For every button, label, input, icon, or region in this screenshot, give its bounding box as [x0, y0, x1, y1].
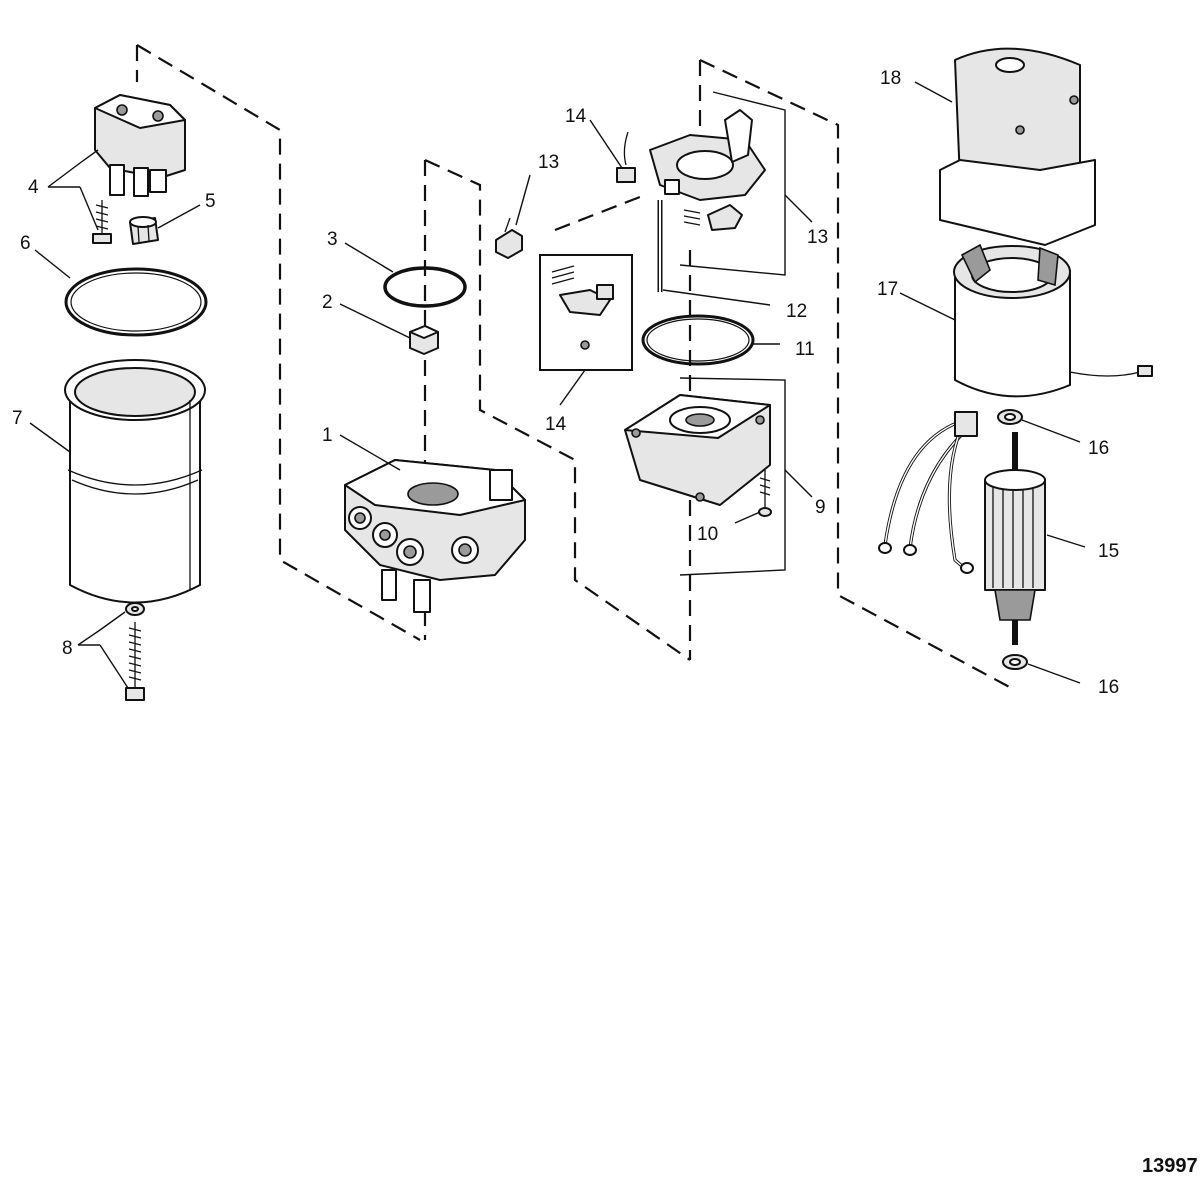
callout-11: 11	[795, 339, 815, 360]
part-4-screw	[92, 200, 112, 244]
part-10-small-screw	[758, 470, 772, 517]
part-7-reservoir	[64, 359, 206, 604]
part-2-coupler	[409, 325, 439, 355]
callout-13-right: 13	[807, 227, 828, 248]
part-14-brush-kit-box	[539, 254, 633, 371]
figure-number: 13997	[1142, 1155, 1198, 1177]
callout-8: 8	[62, 638, 73, 659]
callout-13-left: 13	[538, 152, 559, 173]
callout-16-upper: 16	[1088, 438, 1109, 459]
part-14-brush-lead	[616, 131, 636, 183]
callout-14-bottom: 14	[545, 414, 567, 435]
part-12-long-screw	[657, 200, 701, 292]
part-11-o-ring	[641, 314, 755, 366]
callout-10: 10	[697, 524, 718, 545]
part-18-motor-cover	[939, 47, 1096, 246]
part-9-end-housing	[624, 394, 771, 506]
callout-14-top: 14	[565, 106, 587, 127]
callout-12: 12	[786, 301, 807, 322]
callout-1: 1	[322, 425, 333, 446]
callout-16-lower: 16	[1098, 677, 1119, 698]
part-8-washer-and-screw	[125, 602, 145, 701]
callout-4: 4	[28, 177, 39, 198]
part-15-armature	[984, 432, 1046, 645]
callout-labels: 1 2 3 4 5 6 7 8 9 10 11 12 13 13 14 14 1…	[12, 68, 1198, 1177]
part-13-brush-plate	[649, 109, 766, 231]
part-16-upper-washer	[997, 409, 1023, 425]
part-3-o-ring	[383, 266, 467, 308]
callout-2: 2	[322, 292, 333, 313]
callout-6: 6	[20, 233, 31, 254]
callout-3: 3	[327, 229, 338, 250]
part-1-pump-body	[344, 459, 526, 613]
part-17-wiring-harness	[878, 411, 978, 574]
part-4-pump-cover	[94, 94, 186, 197]
callout-9: 9	[815, 497, 826, 518]
leader-lines	[29, 81, 1086, 689]
callout-7: 7	[12, 408, 23, 429]
part-13-clip	[495, 217, 523, 259]
part-17-stator	[953, 243, 1153, 398]
callout-5: 5	[205, 191, 216, 212]
part-16-lower-washer	[1002, 654, 1028, 670]
part-6-o-ring	[64, 267, 208, 337]
callout-18: 18	[880, 68, 901, 89]
callout-17: 17	[877, 279, 898, 300]
callout-15: 15	[1098, 541, 1119, 562]
part-5-nut	[129, 216, 159, 245]
